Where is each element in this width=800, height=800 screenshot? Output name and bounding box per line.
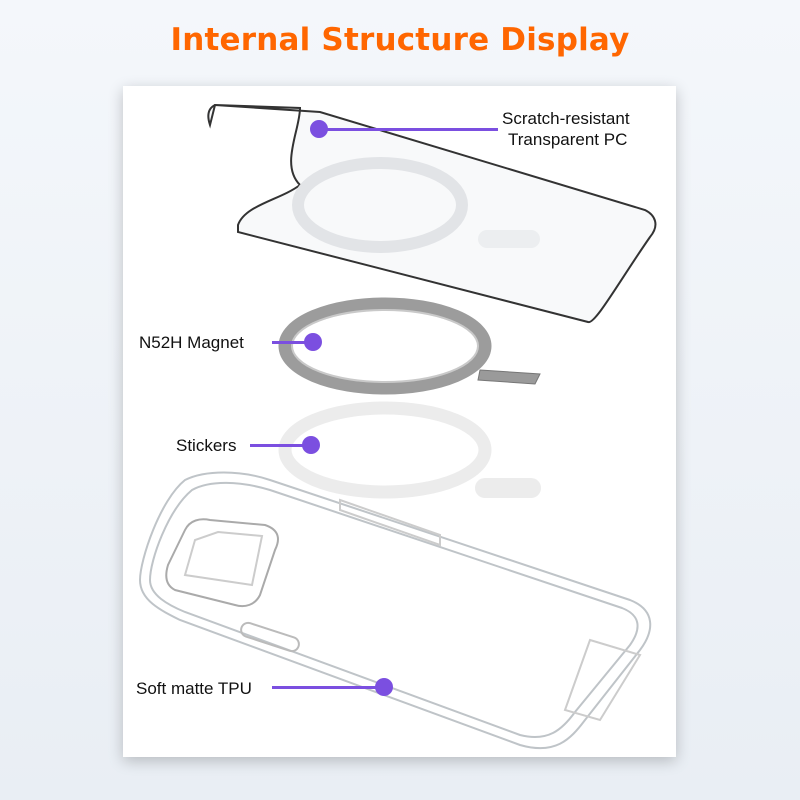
callout-dot-stickers [302, 436, 320, 454]
pc-back-plate [207, 103, 657, 323]
label-tpu: Soft matte TPU [136, 679, 252, 698]
label-magnet: N52H Magnet [139, 333, 244, 352]
sticker-ring [278, 401, 541, 499]
label-pc-line1: Scratch-resistant [502, 109, 630, 128]
callout-line-stickers [250, 444, 305, 447]
callout-line-pc [320, 128, 498, 131]
callout-line-magnet [272, 341, 312, 344]
magnet-ring [278, 297, 541, 395]
label-pc: Scratch-resistant Transparent PC [502, 108, 630, 150]
callout-line-tpu [272, 686, 377, 689]
label-stickers: Stickers [176, 436, 237, 455]
page-title: Internal Structure Display [170, 22, 630, 58]
callout-dot-magnet [304, 333, 322, 351]
label-pc-line2: Transparent PC [508, 130, 628, 149]
callout-dot-pc [310, 120, 328, 138]
tpu-case [138, 471, 652, 750]
callout-dot-tpu [375, 678, 393, 696]
